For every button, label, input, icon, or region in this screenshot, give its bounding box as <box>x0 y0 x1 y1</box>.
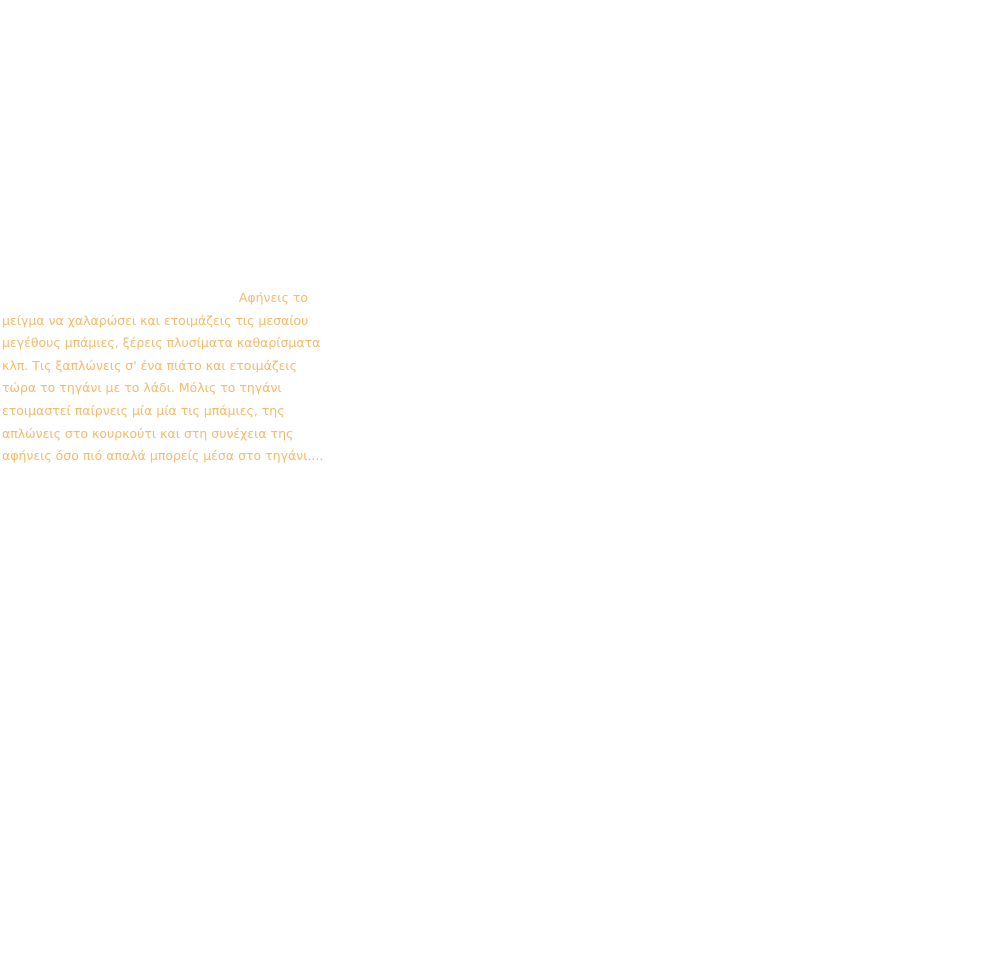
recipe-paragraph: Αφήνεις το μείγμα να χαλαρώσει και ετοιμ… <box>2 287 324 468</box>
paragraph-line-3: μεγέθους μπάμιες, ξέρεις πλυσίματα καθαρ… <box>2 335 321 351</box>
paragraph-line-1: Αφήνεις το <box>238 290 308 305</box>
paragraph-line-7: απλώνεις στο κουρκούτι και στη συνέχεια … <box>2 425 294 441</box>
paragraph-line-8: αφήνεις όσο πιό απαλά μπορείς μέσα στο τ… <box>2 448 324 464</box>
paragraph-line-5: τώρα το τηγάνι με το λάδι. Μόλις το τηγά… <box>2 380 282 396</box>
paragraph-line-6: ετοιμαστεί παίρνεις μία μία τις μπάμιες,… <box>2 402 285 418</box>
paragraph-line-2: μείγμα να χαλαρώσει και ετοιμάζεις τις μ… <box>2 312 309 328</box>
paragraph-line-4: κλπ. Τις ξαπλώνεις σ' ένα πιάτο και ετοι… <box>2 357 298 373</box>
